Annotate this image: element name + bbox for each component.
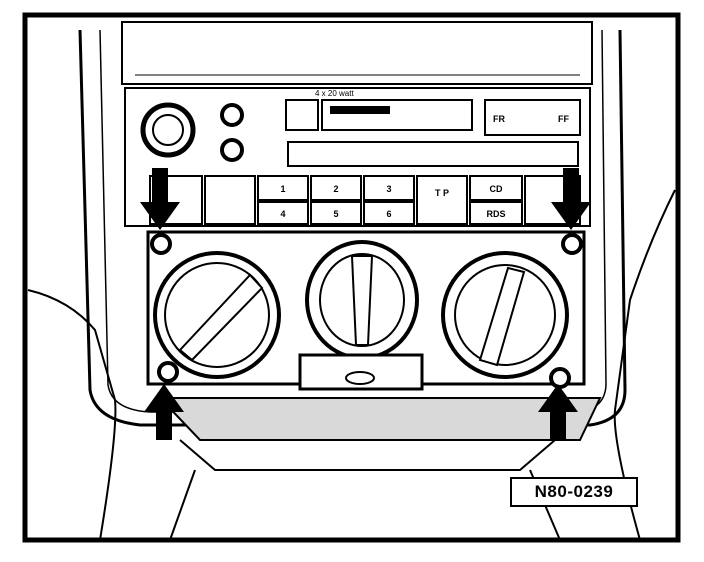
center-console-housing (78, 29, 627, 427)
radio-display (321, 99, 473, 131)
screw-top-right (561, 233, 583, 255)
fan-speed-dial (305, 240, 419, 360)
preset-button-row (149, 175, 581, 225)
preset-button-6 (363, 201, 415, 225)
temperature-dial (153, 251, 281, 379)
preset-label-2: 2 (333, 184, 338, 194)
air-distribution-dial (441, 251, 569, 379)
preset-button-tp (416, 175, 468, 225)
band-button-fr: FR (493, 114, 505, 124)
preset-button-mode (204, 175, 256, 225)
slider-knob (345, 371, 375, 385)
preset-label-1: 1 (280, 184, 285, 194)
preset-label-4: 4 (280, 209, 285, 219)
preset-label-tp: T P (435, 188, 449, 198)
volume-knob-center (152, 114, 184, 146)
preset-button-2 (310, 175, 362, 201)
figure-reference-label: N80-0239 (510, 477, 638, 507)
tuning-knob-upper (220, 103, 244, 127)
screw-top-left (150, 233, 172, 255)
tuning-knob-lower (220, 138, 244, 162)
preset-label-6: 6 (386, 209, 391, 219)
preset-button-4 (257, 201, 309, 225)
lower-console (157, 397, 602, 441)
preset-label-cd: CD (490, 184, 503, 194)
cassette-slot (287, 141, 579, 167)
preset-button-3 (363, 175, 415, 201)
arrow-down-right (551, 168, 591, 230)
band-button-ff: FF (558, 114, 569, 124)
arrow-up-right (538, 384, 578, 440)
preset-button-rds (469, 201, 523, 225)
preset-label-rds: RDS (486, 209, 505, 219)
screw-bottom-left (157, 361, 179, 383)
radio-mode-button (285, 99, 319, 131)
volume-knob (140, 102, 196, 158)
arrow-up-left (144, 384, 184, 440)
screw-bottom-right (549, 367, 571, 389)
preset-label-5: 5 (333, 209, 338, 219)
preset-label-3: 3 (386, 184, 391, 194)
display-caption: 4 x 20 watt (315, 89, 354, 98)
radio-band-panel (484, 99, 581, 136)
display-text-block (330, 106, 390, 114)
console-trim (179, 439, 556, 471)
upper-storage-slot (121, 21, 593, 85)
arrow-down-left (140, 168, 180, 230)
preset-button-cd (469, 175, 523, 201)
preset-button-5 (310, 201, 362, 225)
preset-button-1 (257, 175, 309, 201)
